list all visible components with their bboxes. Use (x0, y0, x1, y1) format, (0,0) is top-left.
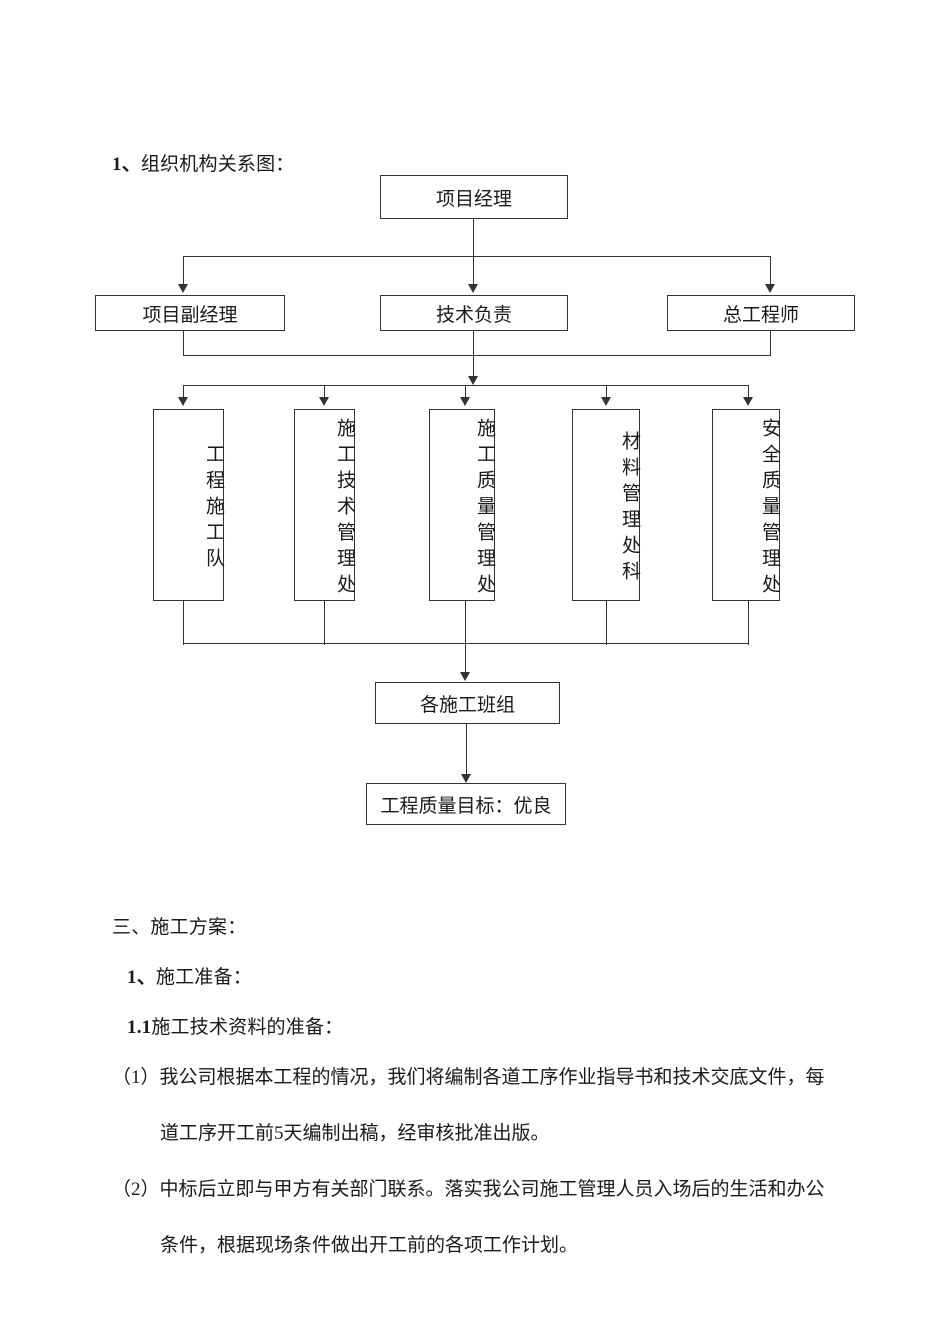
node-chief-engineer-label: 总工程师 (722, 304, 799, 326)
connector-l3-drop-5 (748, 385, 750, 399)
arrow-to-work-crews (460, 672, 470, 681)
arrow-to-chief-engineer (765, 284, 775, 293)
node-material-management-dept: 材料管理处科 (572, 409, 640, 601)
arrow-to-quality-goal (461, 774, 471, 783)
node-work-crews-label: 各施工班组 (419, 694, 515, 716)
arrow-to-deputy-project-manager (178, 284, 188, 293)
org-chart-diagram: 项目经理 项目副经理 技术负责 总工程师 (95, 175, 855, 825)
node-technical-lead: 技术负责 (380, 295, 568, 331)
section-1-number: 1、 (127, 967, 156, 988)
org-chart-heading-text: 组织机构关系图： (140, 154, 295, 175)
paragraph-1-line-2: 道工序开工前5天编制出稿，经审核批准出版。 (160, 1123, 550, 1144)
connector-l3-drop-2 (324, 385, 326, 399)
connector-l2-merge-bus (183, 355, 771, 357)
connector-l3-drop-1 (183, 385, 185, 399)
arrow-to-construction-quality-dept (460, 397, 470, 406)
connector-l3-drop-3 (465, 385, 467, 399)
node-deputy-project-manager: 项目副经理 (95, 295, 285, 331)
section-1-text: 施工准备： (155, 967, 252, 988)
org-chart-heading: 1、组织机构关系图： (112, 155, 295, 174)
paragraph-1-line-1: （1）我公司根据本工程的情况，我们将编制各道工序作业指导书和技术交底文件，每 (112, 1067, 825, 1088)
connector-l2-out-right (770, 331, 772, 356)
connector-l3-stem (473, 331, 475, 379)
node-technical-lead-label: 技术负责 (435, 304, 512, 326)
node-construction-team-label: 工程施工队 (203, 444, 224, 574)
node-work-crews: 各施工班组 (375, 682, 560, 724)
connector-l2-bus (183, 256, 771, 258)
arrow-l3-bus-entry (468, 376, 478, 385)
paragraph-2-line-2: 条件，根据现场条件做出开工前的各项工作计划。 (160, 1235, 579, 1256)
connector-l2-drop-right (770, 256, 772, 286)
connector-l4-out-5 (748, 601, 750, 645)
node-quality-goal-label: 工程质量目标：优良 (380, 795, 552, 817)
connector-l4-stem (465, 601, 467, 677)
node-construction-team: 工程施工队 (153, 409, 224, 601)
paragraph-2-line-1: （2）中标后立即与甲方有关部门联系。落实我公司施工管理人员入场后的生活和办公 (112, 1179, 825, 1200)
section-heading-construction-plan: 三、施工方案： (112, 917, 247, 938)
connector-l4-out-1 (183, 601, 185, 645)
node-safety-quality-dept: 安全质量管理处 (712, 409, 780, 601)
node-deputy-project-manager-label: 项目副经理 (142, 304, 238, 326)
node-safety-quality-dept-label: 安全质量管理处 (759, 418, 780, 600)
section-11-text: 施工技术资料的准备： (151, 1017, 344, 1038)
connector-l2-drop-center (473, 256, 475, 286)
connector-l2-out-left (183, 331, 185, 356)
section-heading-construction-prep: 1、施工准备： (127, 968, 252, 987)
node-project-manager: 项目经理 (380, 175, 568, 219)
connector-l5-stem (466, 724, 468, 779)
arrow-to-construction-team (178, 397, 188, 406)
node-construction-tech-dept: 施工技术管理处 (294, 409, 355, 601)
arrow-to-technical-lead (468, 284, 478, 293)
node-construction-quality-dept-label: 施工质量管理处 (474, 418, 495, 600)
connector-l2-drop-left (183, 256, 185, 286)
connector-l4-out-2 (324, 601, 326, 645)
node-material-management-dept-label: 材料管理处科 (619, 431, 640, 587)
node-quality-goal: 工程质量目标：优良 (366, 783, 566, 825)
node-chief-engineer: 总工程师 (667, 295, 855, 331)
node-project-manager-label: 项目经理 (435, 188, 512, 210)
arrow-to-material-management-dept (601, 397, 611, 406)
connector-l1-stem (473, 219, 475, 257)
section-heading-tech-docs-prep: 1.1施工技术资料的准备： (127, 1018, 343, 1037)
connector-l4-out-4 (606, 601, 608, 645)
node-construction-quality-dept: 施工质量管理处 (429, 409, 495, 601)
org-chart-heading-number: 1、 (112, 154, 141, 175)
section-11-number: 1.1 (127, 1017, 152, 1038)
node-construction-tech-dept-label: 施工技术管理处 (334, 418, 355, 600)
arrow-to-construction-tech-dept (319, 397, 329, 406)
arrow-to-safety-quality-dept (743, 397, 753, 406)
connector-l3-drop-4 (606, 385, 608, 399)
